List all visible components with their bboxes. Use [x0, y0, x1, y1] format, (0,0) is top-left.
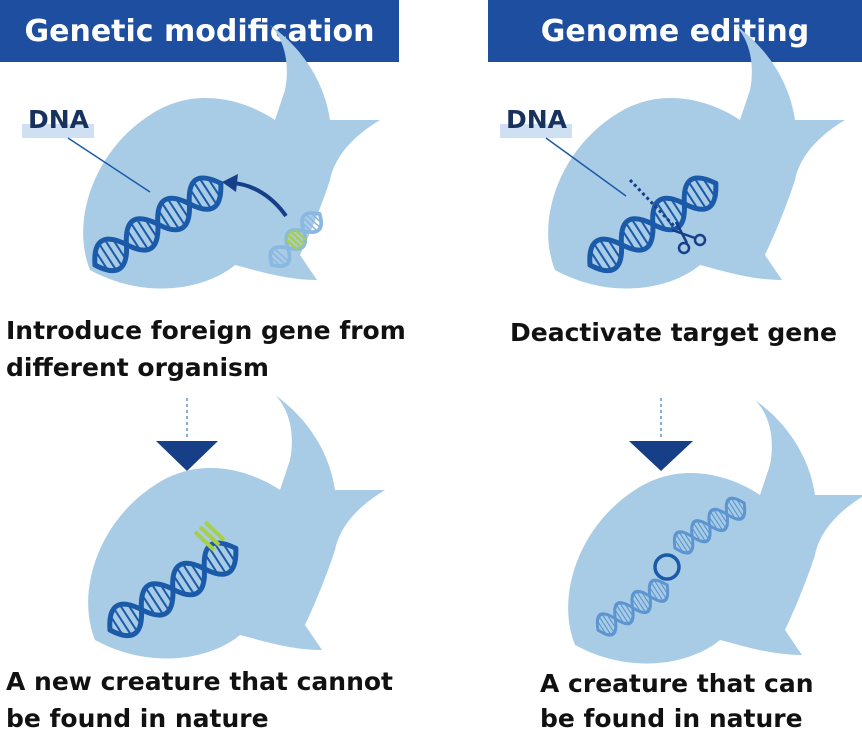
dna-leader-left: [67, 137, 151, 193]
dna-label-bg-right: [500, 124, 572, 138]
header-genetic-modification-label: Genetic modification: [24, 13, 375, 49]
caption-right-step: Deactivate target gene: [510, 318, 837, 347]
dna-label-bg-left: [22, 124, 94, 138]
deactivated-gene-ring: [653, 553, 681, 581]
header-genome-editing-label: Genome editing: [540, 13, 810, 49]
cut-line: [628, 178, 678, 230]
caption-left-result-line1: A new creature that cannot: [6, 667, 393, 696]
down-arrow-left: [156, 398, 218, 471]
caption-left-step-line2: different organism: [6, 353, 269, 382]
dna-label-left: DNA: [28, 105, 90, 134]
dna-label-right: DNA: [506, 105, 568, 134]
caption-left-step-line1: Introduce foreign gene from: [6, 316, 406, 345]
insertion-arrow: [222, 174, 288, 218]
header-genetic-modification: Genetic modification: [0, 0, 399, 62]
caption-right-result-line2: be found in nature: [540, 704, 803, 733]
dna-leader-right: [545, 137, 627, 197]
caption-left-result-line2: be found in nature: [6, 704, 269, 733]
header-genome-editing: Genome editing: [488, 0, 862, 62]
fish-bottom-left: [88, 395, 385, 659]
foreign-dna-helix: [268, 211, 324, 268]
down-arrow-right: [629, 398, 693, 471]
caption-right-result-line1: A creature that can: [540, 669, 814, 698]
fish-bottom-right: [568, 400, 862, 664]
inserted-gene-segment: [193, 520, 226, 552]
scissors-icon: [671, 221, 707, 255]
